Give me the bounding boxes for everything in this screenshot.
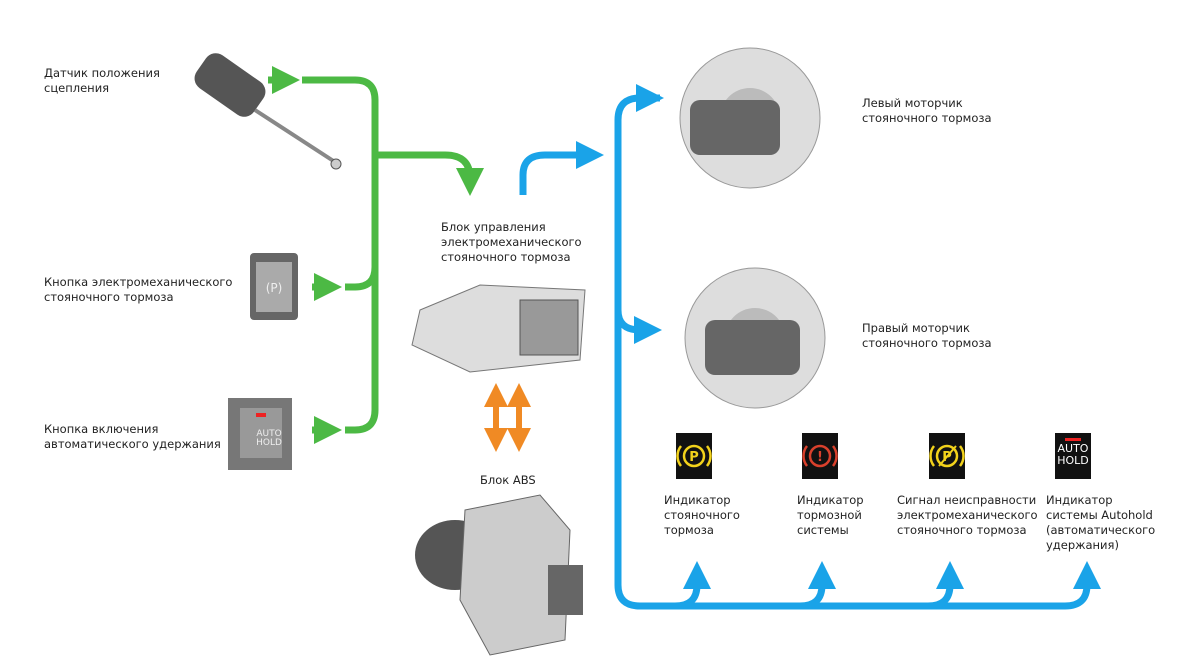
- indicator-label-parking: Индикатор стояночного тормоза: [664, 493, 740, 537]
- indicator-label-fault: Сигнал неисправности электромеханическог…: [897, 493, 1038, 537]
- left-motor-label: Левый моторчик стояночного тормоза: [862, 96, 992, 125]
- autohold-button-label: Кнопка включения автоматического удержан…: [44, 422, 221, 451]
- abs-unit-illustration: [415, 494, 583, 656]
- arrow-from-ecu: [519, 141, 604, 195]
- abs-exchange-arrows: [484, 383, 531, 452]
- autohold-red-bar: [1065, 438, 1081, 441]
- indicator-label-autohold: Индикатор системы Autohold (автоматическ…: [1046, 493, 1156, 552]
- clutch-sensor-label: Датчик положения сцепления: [44, 66, 160, 95]
- autohold-button-text: AUTO HOLD: [256, 429, 282, 448]
- brake-warning-icon: !: [802, 433, 838, 479]
- indicator-label-brake: Индикатор тормозной системы: [797, 493, 864, 537]
- ecu-illustration: [411, 284, 586, 373]
- autohold-icon: AUTO HOLD: [1055, 433, 1091, 479]
- left-brake-disc-illustration: [679, 47, 821, 189]
- blue-output-lines: [519, 84, 1101, 610]
- parking-brake-fault-icon: P: [929, 433, 965, 479]
- arrow-right-motor: [614, 309, 662, 344]
- autohold-icon-text: AUTO HOLD: [1057, 442, 1089, 467]
- green-input-lines: [268, 66, 484, 444]
- svg-text:P: P: [689, 450, 699, 465]
- right-brake-disc-illustration: [684, 267, 826, 409]
- arrow-to-ecu: [375, 151, 484, 196]
- abs-label: Блок ABS: [480, 473, 536, 487]
- clutch-sensor-illustration: [194, 53, 342, 170]
- park-button-label: Кнопка электромеханического стояночного …: [44, 275, 233, 304]
- autohold-button-illustration: [228, 398, 292, 470]
- svg-text:!: !: [817, 450, 823, 465]
- ecu-label: Блок управления электромеханического сто…: [441, 220, 582, 264]
- park-button-illustration: (P): [250, 253, 298, 320]
- svg-text:(P): (P): [266, 281, 283, 295]
- parking-brake-icon: P: [676, 433, 712, 479]
- right-motor-label: Правый моторчик стояночного тормоза: [862, 321, 992, 350]
